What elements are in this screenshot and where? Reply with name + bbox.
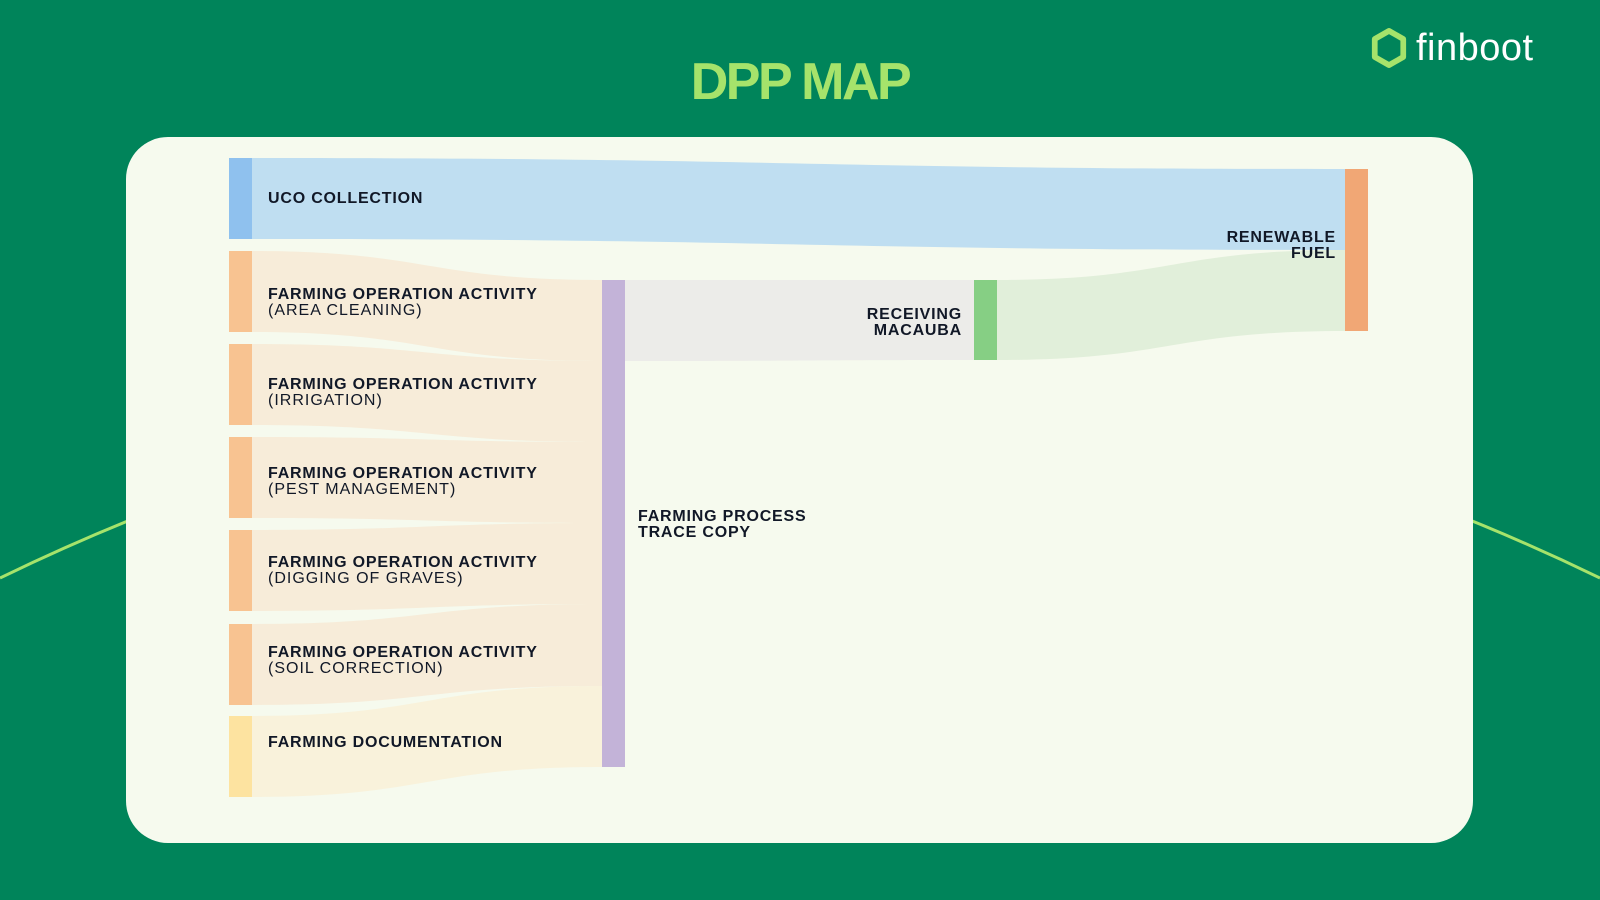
node-bar-irrigation	[229, 344, 252, 425]
node-bar-uco	[229, 158, 252, 239]
node-label-receiving-macauba: RECEIVING MACAUBA	[866, 306, 962, 339]
link-pest-to-trace_copy	[252, 437, 602, 523]
link-irrigation-to-trace_copy	[252, 344, 602, 442]
finboot-logo: finboot	[1370, 26, 1534, 70]
node-bar-area-cleaning	[229, 251, 252, 332]
brand-name: finboot	[1416, 27, 1534, 69]
node-label-renewable-fuel: RENEWABLE FUEL	[1226, 229, 1336, 262]
link-soil-to-trace_copy	[252, 604, 602, 705]
node-bar-soil	[229, 624, 252, 705]
node-label-farming-documentation: FARMING DOCUMENTATION	[268, 734, 503, 751]
node-label-digging-of-graves: FARMING OPERATION ACTIVITY (DIGGING OF G…	[268, 554, 538, 587]
link-trace_copy-to-macauba	[625, 280, 974, 361]
node-label-area-cleaning: FARMING OPERATION ACTIVITY (AREA CLEANIN…	[268, 286, 538, 319]
node-bar-documentation	[229, 716, 252, 797]
link-uco-to-fuel	[252, 158, 1345, 250]
link-graves-to-trace_copy	[252, 523, 602, 611]
node-label-pest-management: FARMING OPERATION ACTIVITY (PEST MANAGEM…	[268, 465, 538, 498]
node-label-irrigation: FARMING OPERATION ACTIVITY (IRRIGATION)	[268, 376, 538, 409]
page-title: DPP MAP	[690, 53, 912, 111]
node-label-trace-copy: FARMING PROCESS TRACE COPY	[638, 508, 807, 541]
sankey-nodes	[229, 158, 1368, 797]
sankey-links	[252, 158, 1345, 797]
node-bar-trace-copy	[602, 280, 625, 767]
link-area_cleaning-to-trace_copy	[252, 251, 602, 361]
link-macauba-to-fuel	[997, 250, 1345, 360]
link-documentation-to-trace_copy	[252, 686, 602, 797]
node-bar-pest	[229, 437, 252, 518]
hexagon-logo-icon	[1371, 28, 1407, 68]
node-label-soil-correction: FARMING OPERATION ACTIVITY (SOIL CORRECT…	[268, 644, 538, 677]
node-bar-graves	[229, 530, 252, 611]
node-bar-fuel	[1345, 169, 1368, 331]
node-bar-macauba	[974, 280, 997, 360]
node-label-uco-collection: UCO COLLECTION	[268, 190, 424, 207]
